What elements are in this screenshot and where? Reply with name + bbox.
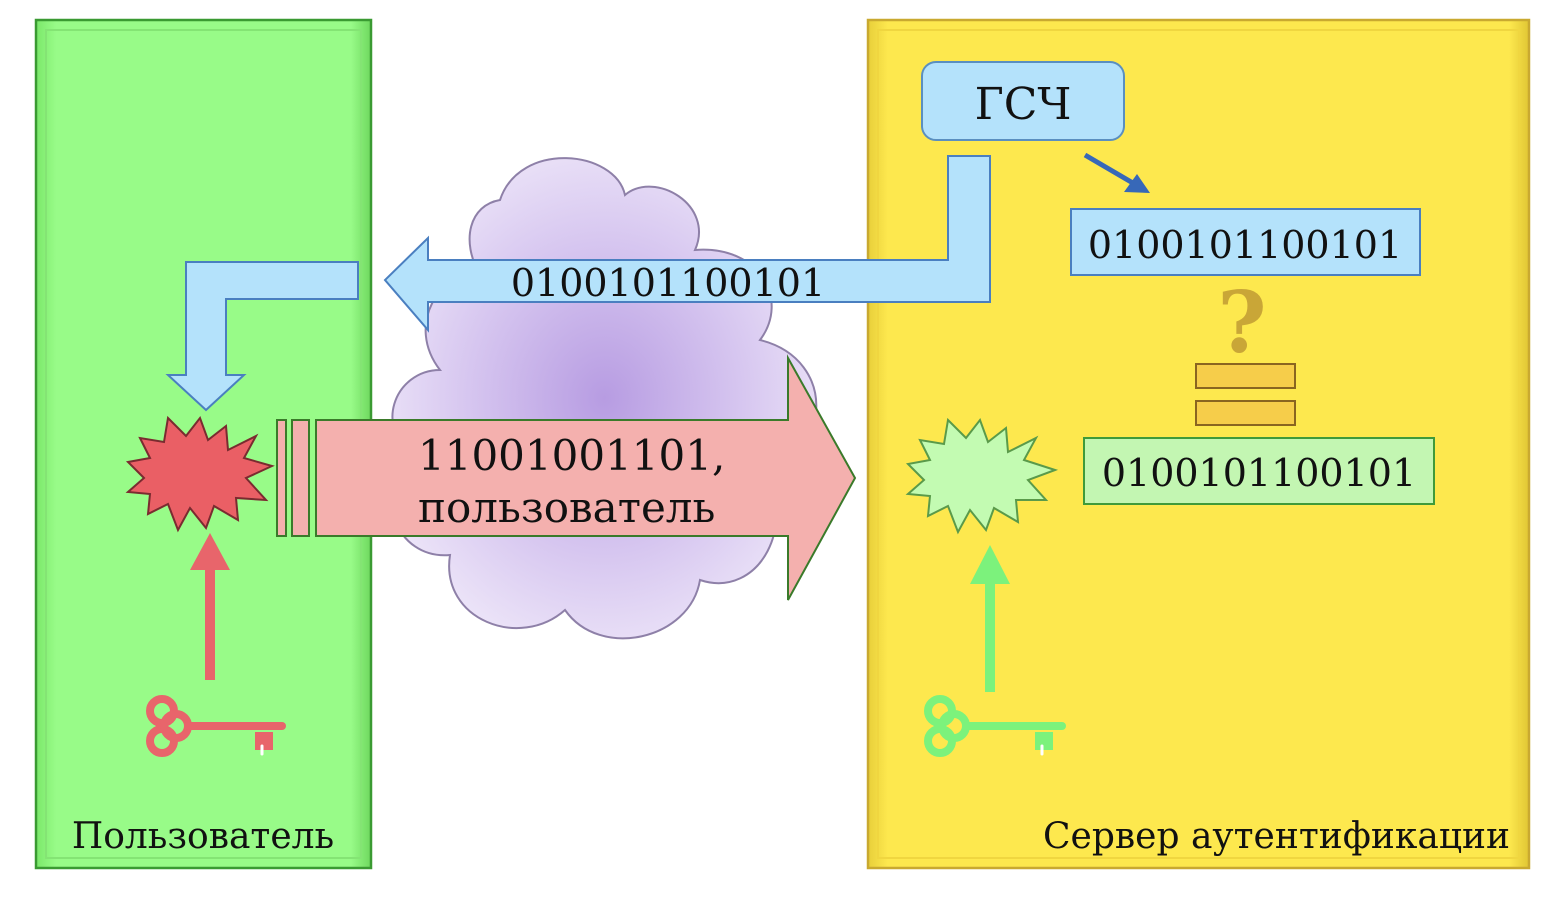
server-challenge-text: 0100101100101	[1088, 223, 1402, 267]
arrow-rng-to-challenge	[1083, 152, 1150, 193]
challenge-arrow-text: 0100101100101	[511, 261, 825, 305]
challenge-arrow: 0100101100101	[383, 155, 991, 333]
server-result-box: 0100101100101	[1083, 437, 1435, 505]
user-burst-icon	[125, 415, 275, 533]
rng-label: ГСЧ	[975, 79, 1072, 130]
rng-box: ГСЧ	[921, 61, 1125, 141]
user-up-arrow	[190, 533, 230, 680]
server-key-icon	[924, 695, 1066, 757]
server-up-arrow	[970, 545, 1010, 692]
user-panel-label: Пользователь	[72, 816, 334, 857]
equals-icon	[1195, 363, 1296, 426]
response-arrow: 11001001101, пользователь	[276, 354, 857, 601]
server-panel-label: Сервер аутентификации	[1043, 816, 1510, 857]
response-arrow-line1: 11001001101,	[418, 431, 725, 480]
user-key-icon	[146, 695, 286, 757]
server-result-text: 0100101100101	[1102, 451, 1416, 495]
response-arrow-line2: пользователь	[418, 483, 715, 532]
server-burst-icon	[905, 417, 1059, 535]
server-challenge-box: 0100101100101	[1070, 208, 1421, 276]
cloud-icon	[391, 157, 818, 640]
challenge-down-arrow	[165, 261, 359, 412]
question-icon: ?	[1217, 273, 1266, 372]
